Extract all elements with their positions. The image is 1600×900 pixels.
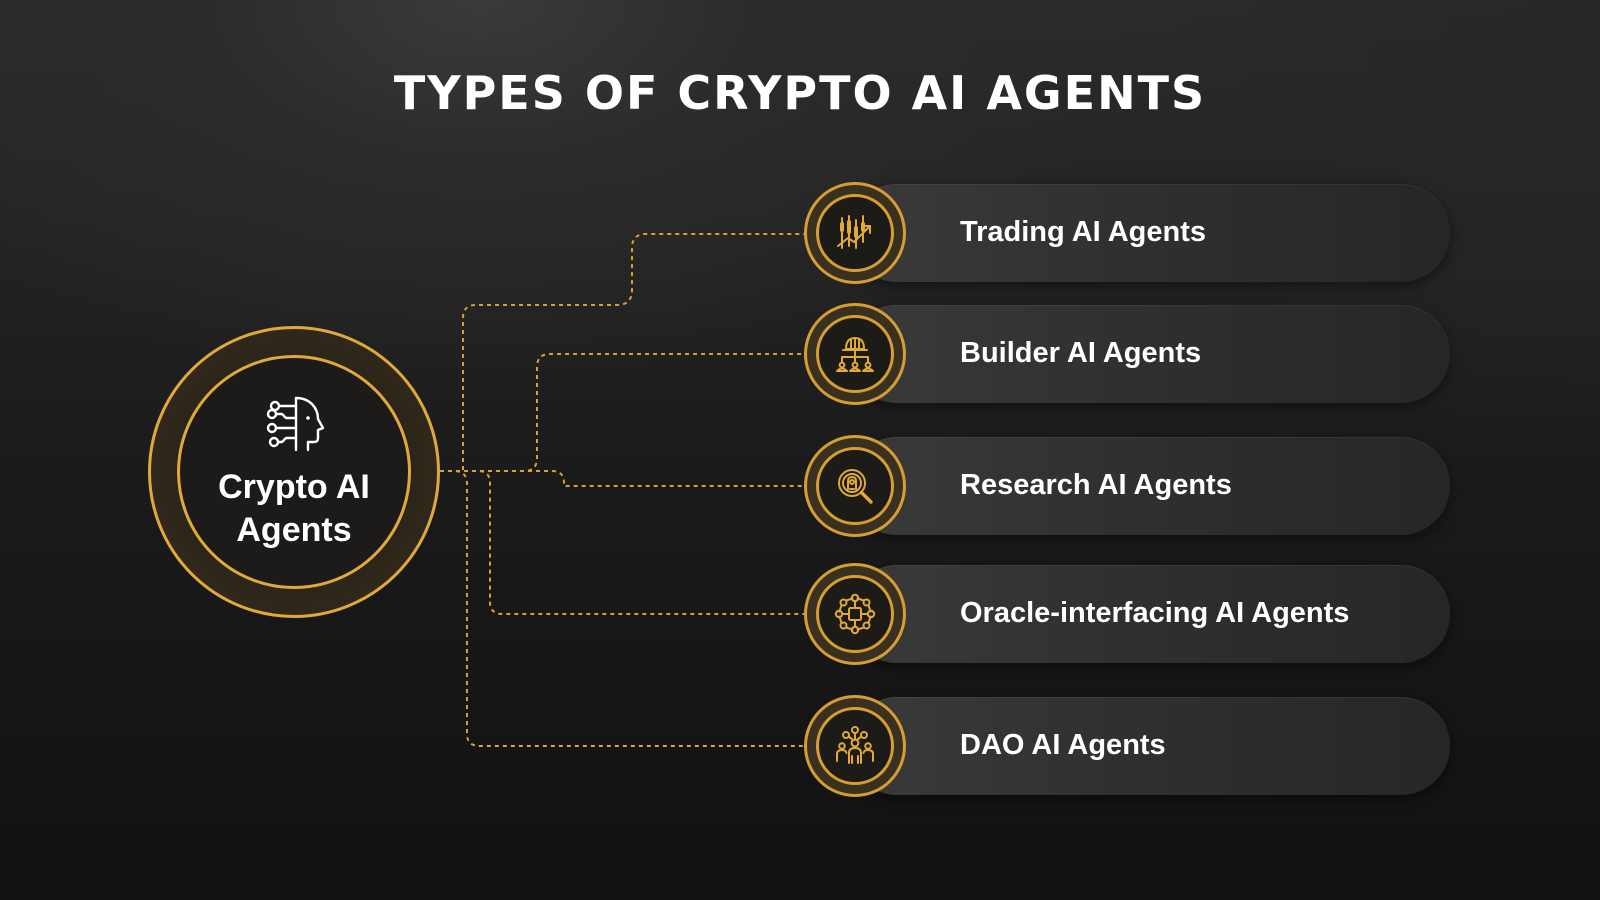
- agent-item-oracle: Oracle-interfacing AI Agents: [804, 563, 1450, 665]
- builder-hierarchy-icon: [836, 337, 874, 372]
- agent-label: Research AI Agents: [960, 469, 1232, 501]
- connector-dao: [440, 470, 806, 747]
- page-title: TYPES OF CRYPTO AI AGENTS: [393, 66, 1207, 120]
- agent-label: DAO AI Agents: [960, 729, 1166, 761]
- connector-research: [440, 470, 806, 487]
- trading-chart-icon: [837, 215, 871, 249]
- center-node: Crypto AI Agents: [148, 326, 440, 618]
- agent-item-dao: DAO AI Agents: [804, 695, 1450, 797]
- agent-item-trading: Trading AI Agents: [804, 182, 1450, 284]
- agent-label: Oracle-interfacing AI Agents: [960, 597, 1350, 629]
- agent-label: Trading AI Agents: [960, 216, 1206, 248]
- agent-pill: [848, 305, 1450, 403]
- center-node-ring: [177, 355, 411, 589]
- agent-badge: [804, 435, 906, 537]
- agent-item-builder: Builder AI Agents: [804, 303, 1450, 405]
- research-magnifier-icon: [838, 469, 873, 504]
- connector-oracle: [440, 470, 806, 615]
- dao-community-icon: [836, 726, 874, 764]
- connector-trading: [440, 233, 806, 472]
- agent-badge: [804, 303, 906, 405]
- agent-pill: [848, 437, 1450, 535]
- agent-badge: [804, 695, 906, 797]
- agent-badge: [804, 182, 906, 284]
- ai-head-circuit-icon: [266, 396, 325, 452]
- agent-item-research: Research AI Agents: [804, 435, 1450, 537]
- agent-pill: [848, 184, 1450, 282]
- center-label: Crypto AI Agents: [218, 468, 370, 549]
- agent-pill: [848, 565, 1450, 663]
- agent-badge: [804, 563, 906, 665]
- connector-builder: [440, 353, 806, 472]
- oracle-network-icon: [834, 593, 876, 635]
- agent-pill: [848, 697, 1450, 795]
- agent-label: Builder AI Agents: [960, 337, 1202, 369]
